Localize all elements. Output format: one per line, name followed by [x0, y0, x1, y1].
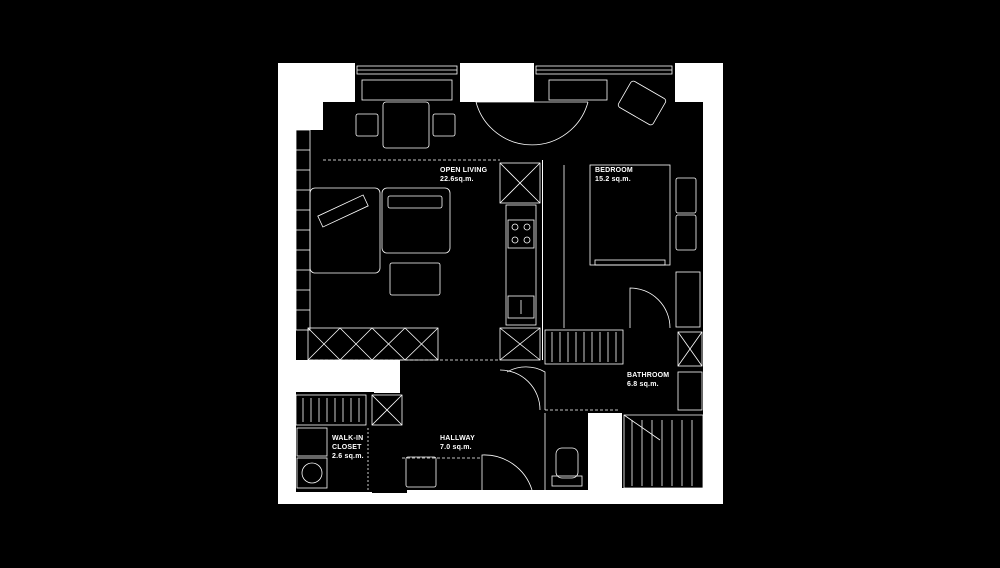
- door-swing-icon: [481, 366, 546, 491]
- wardrobe-icon: [295, 129, 439, 361]
- room-label-bedroom: BEDROOM 15.2 sq.m.: [595, 166, 633, 184]
- room-area: 6.8 sq.m.: [627, 381, 659, 388]
- shower-icon: [623, 414, 704, 489]
- kitchen-counter-icon: [499, 162, 541, 361]
- room-name: BEDROOM: [595, 167, 633, 174]
- sofa-icon: [309, 187, 451, 274]
- room-label-hallway: HALLWAY 7.0 sq.m.: [440, 434, 475, 452]
- armchair-icon: [617, 80, 667, 126]
- room-name: HALLWAY: [440, 435, 475, 442]
- room-label-walk-in-closet: WALK-IN CLOSET 2.6 sq.m.: [332, 434, 364, 461]
- room-name-line1: WALK-IN: [332, 435, 364, 442]
- coffee-table-icon: [389, 262, 441, 296]
- window-icon: [356, 65, 673, 101]
- sink-icon: [507, 295, 535, 319]
- door-swing-icon: [475, 101, 589, 146]
- room-area: 2.6 sq.m.: [332, 453, 364, 460]
- washing-machine-icon: [296, 427, 328, 489]
- bed-icon: [589, 164, 671, 266]
- room-name-line2: CLOSET: [332, 444, 362, 451]
- toilet-icon: [551, 447, 583, 487]
- room-area: 15.2 sq.m.: [595, 176, 631, 183]
- room-label-bathroom: BATHROOM 6.8 sq.m.: [627, 371, 669, 389]
- wardrobe-icon: [295, 394, 403, 490]
- linework: [295, 65, 704, 491]
- room-area: 22.6sq.m.: [440, 176, 474, 183]
- room-name: BATHROOM: [627, 372, 670, 379]
- nightstand-icon: [675, 177, 697, 251]
- stove-icon: [507, 219, 535, 249]
- wardrobe-icon: [544, 329, 624, 365]
- room-area: 7.0 sq.m.: [440, 444, 472, 451]
- room-label-open-living: OPEN LIVING 22.6sq.m.: [440, 166, 487, 184]
- washing-machine-icon: [677, 331, 703, 367]
- room-name: OPEN LIVING: [440, 167, 488, 174]
- door-swing-icon: [629, 287, 671, 329]
- zone-lines: [310, 159, 620, 459]
- dining-table-icon: [382, 101, 430, 149]
- chair-icon: [355, 113, 456, 137]
